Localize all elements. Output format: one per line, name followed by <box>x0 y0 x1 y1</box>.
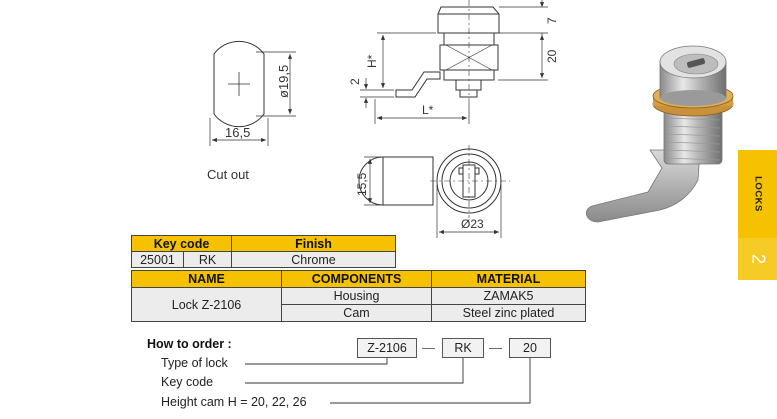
dim-diameter-23: Ø23 <box>461 217 484 231</box>
order-separator: — <box>422 340 435 355</box>
component-cell: Cam <box>281 304 432 322</box>
cutout-drawing <box>209 40 296 146</box>
order-line-keycode: Key code <box>161 375 214 389</box>
lock-product-image <box>585 45 734 223</box>
dim-cut-diameter: ø19,5 <box>276 65 291 98</box>
material-header: MATERIAL <box>431 270 586 288</box>
dim-cut-width: 16,5 <box>225 125 250 140</box>
cutout-label: Cut out <box>207 167 249 182</box>
dim-l: L* <box>422 103 434 117</box>
order-line-height: Height cam H = 20, 22, 26 <box>161 395 307 409</box>
side-view-dimensions <box>360 0 548 124</box>
finish-header: Finish <box>231 235 396 252</box>
dim-h: H* <box>365 54 379 68</box>
order-line-type: Type of lock <box>161 356 228 370</box>
components-table: NAME COMPONENTS MATERIAL Lock Z-2106 Hou… <box>131 270 586 322</box>
section-number: 2 <box>748 253 768 265</box>
key-code-type: RK <box>183 251 232 268</box>
order-separator: — <box>489 340 502 355</box>
lock-bottom-view <box>358 145 510 218</box>
product-name: Lock Z-2106 <box>131 287 282 322</box>
key-code-number: 25001 <box>131 251 184 268</box>
how-to-order-title: How to order : <box>147 337 232 351</box>
material-cell: ZAMAK5 <box>431 287 586 305</box>
dim-cam-height: 15,5 <box>355 172 369 196</box>
order-box-height: 20 <box>509 338 551 358</box>
order-box-type: Z-2106 <box>357 338 417 358</box>
section-number-tab: 2 <box>738 238 777 280</box>
bottom-view-dimensions <box>364 156 502 238</box>
lock-side-view <box>395 0 500 103</box>
order-box-keycode: RK <box>442 338 484 358</box>
key-code-header: Key code <box>131 235 232 252</box>
material-cell: Steel zinc plated <box>431 304 586 322</box>
dim-body-height: 20 <box>545 49 559 63</box>
locks-tab-label: LOCKS <box>752 176 763 212</box>
key-code-table: Key code Finish 25001 RK Chrome <box>131 235 396 268</box>
finish-value: Chrome <box>231 251 396 268</box>
locks-section-tab: LOCKS <box>738 150 777 238</box>
dim-two: 2 <box>348 78 362 85</box>
dim-top-height: 7 <box>545 17 559 24</box>
